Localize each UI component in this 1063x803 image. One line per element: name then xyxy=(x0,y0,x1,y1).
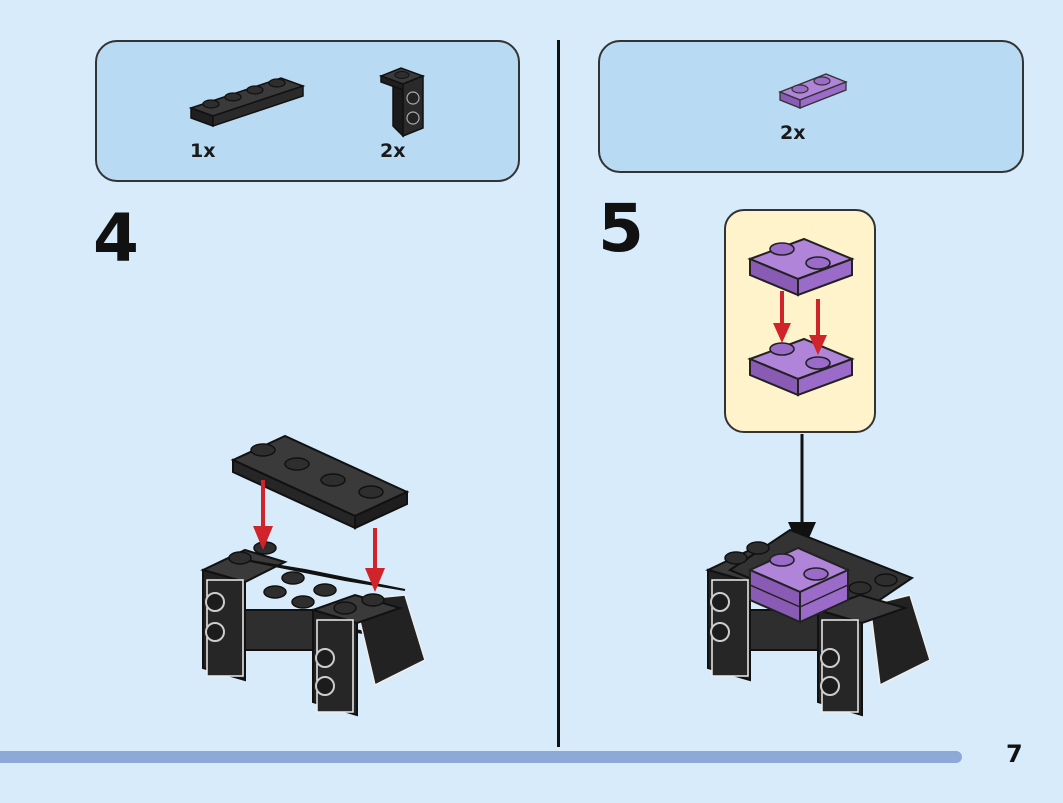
purple-plate-1x2-icon xyxy=(778,73,848,109)
purple-plates-stacking-illustration xyxy=(747,237,855,397)
parts-list-step-4: 1x 2x xyxy=(95,40,520,182)
part-qty-bracket: 2x xyxy=(380,140,406,162)
black-bracket-icon xyxy=(378,67,426,138)
parts-list-step-5: 2x xyxy=(598,40,1024,173)
page-number: 7 xyxy=(1006,740,1023,768)
sub-assembly-callout xyxy=(724,209,876,433)
step-number-4: 4 xyxy=(93,200,139,277)
step-5-assembly-illustration xyxy=(705,434,931,717)
black-plate-1x4-icon xyxy=(188,77,306,128)
part-qty-plate: 1x xyxy=(190,140,216,162)
step-divider xyxy=(557,40,560,747)
footer-bar xyxy=(0,751,962,763)
step-number-5: 5 xyxy=(598,190,644,267)
part-qty-purple-plate: 2x xyxy=(780,122,806,144)
step-4-assembly-illustration xyxy=(200,434,426,717)
